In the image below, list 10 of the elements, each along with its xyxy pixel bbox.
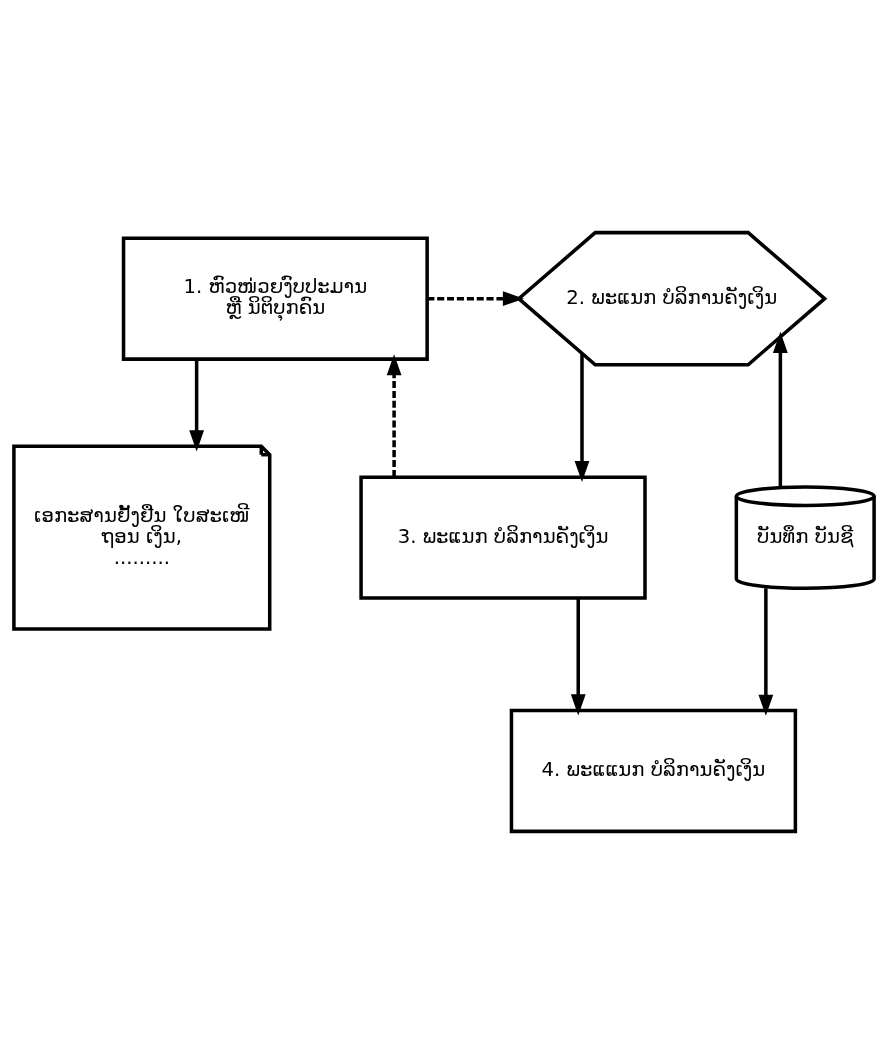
node-box: 3. ພະແນກ ບໍລິການຄັງເງິນ [359, 474, 647, 600]
arrow [570, 597, 586, 715]
arrow [574, 353, 590, 482]
arrow [758, 587, 774, 716]
arrow [772, 331, 788, 487]
node-box: 4. ພະແແນກ ບໍລິການຄັງເງິນ [509, 708, 798, 833]
arrow [427, 290, 524, 306]
arrow [189, 359, 205, 451]
arrow [386, 353, 402, 477]
node-box: 1. ຫົວໜ່ວຍງົບປະມານ ຫຼື ນິຕິບຸກຄົນ [121, 236, 429, 361]
